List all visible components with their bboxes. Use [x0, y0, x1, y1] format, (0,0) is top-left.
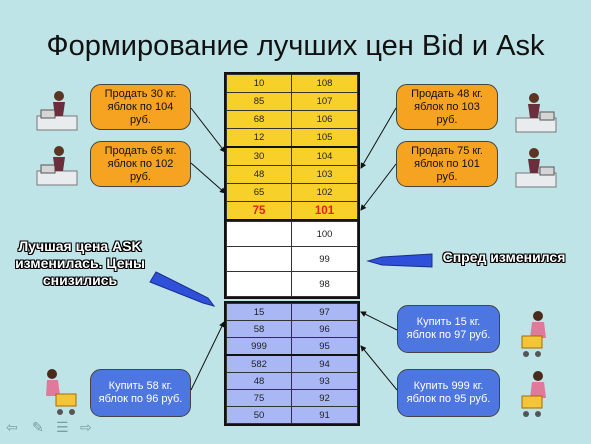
blue-arrow-ask [149, 271, 216, 307]
spread-price: 100 [291, 221, 358, 247]
nav-forward-icon[interactable]: ⇨ [80, 420, 92, 436]
blue-arrow-spread [366, 253, 433, 268]
ask-price: 108 [291, 74, 358, 93]
seller-figure [515, 93, 557, 133]
spread-row: 98 [226, 271, 358, 297]
ask-volume: 65 [226, 183, 292, 202]
ask-volume: 85 [226, 92, 292, 111]
connector-line [190, 107, 226, 153]
ask-volume: 12 [226, 128, 292, 148]
bid-price: 91 [291, 406, 358, 424]
ask-best-volume: 75 [226, 201, 292, 220]
spread-table: 100 99 98 [224, 219, 360, 299]
connector-line [360, 311, 398, 331]
buyer-figure [521, 311, 546, 357]
spread-row: 99 [226, 246, 358, 272]
bid-price: 93 [291, 372, 358, 390]
buy-order-box: Купить 58 кг. яблок по 96 руб. [90, 369, 191, 417]
connector-line [360, 107, 397, 169]
ask-price: 105 [291, 128, 358, 148]
ask-best-price: 101 [291, 201, 358, 220]
connector-line [190, 321, 225, 391]
ask-volume: 48 [226, 165, 292, 184]
buy-order-box: Купить 15 кг. яблок по 97 руб. [397, 305, 500, 353]
slide-title: Формирование лучших цен Bid и Ask [46, 30, 545, 62]
pen-icon[interactable]: ✎ [32, 420, 44, 436]
buyer-figure [521, 371, 546, 417]
seller-figure [515, 148, 557, 188]
sell-order-box: Продать 48 кг. яблок по 103 руб. [396, 84, 498, 130]
bid-volume: 15 [226, 303, 292, 321]
ask-price: 106 [291, 110, 358, 129]
bid-price: 97 [291, 303, 358, 321]
ask-price: 107 [291, 92, 358, 111]
menu-icon[interactable]: ☰ [56, 420, 69, 436]
buyer-figure [46, 369, 77, 415]
sell-order-box: Продать 75 кг. яблок по 101 руб. [396, 141, 498, 187]
connector-line [360, 163, 397, 211]
buy-order-box: Купить 999 кг. яблок по 95 руб. [397, 369, 500, 417]
seller-figure [36, 146, 78, 186]
spread-volume [226, 221, 292, 247]
sell-order-box: Продать 30 кг. яблок по 104 руб. [90, 84, 191, 130]
bid-volume: 50 [226, 406, 292, 424]
ask-changed-label: Лучшая цена ASK изменилась. Цены снизили… [15, 238, 145, 288]
bid-price: 92 [291, 389, 358, 407]
ask-volume: 30 [226, 146, 292, 166]
nav-back-icon[interactable]: ⇦ [6, 420, 18, 436]
bid-price: 96 [291, 320, 358, 338]
connector-line [360, 345, 398, 391]
spread-price: 98 [291, 271, 358, 297]
connector-line [190, 162, 226, 194]
sell-order-box: Продать 65 кг. яблок по 102 руб. [90, 141, 191, 187]
ask-volume: 68 [226, 110, 292, 129]
spread-row: 100 [226, 221, 358, 247]
spread-changed-label: Спред изменился [442, 249, 566, 265]
bid-volume: 58 [226, 320, 292, 338]
seller-figure [36, 91, 78, 131]
ask-price: 102 [291, 183, 358, 202]
